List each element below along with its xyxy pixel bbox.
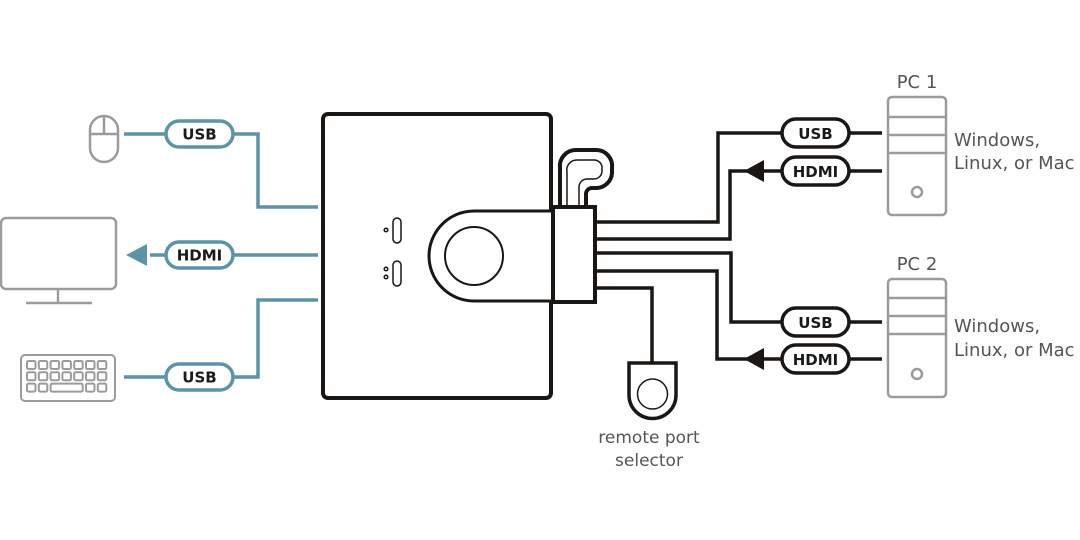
cable-bundle-block [551,205,597,304]
keyboard-key [96,360,108,370]
pc1-os-line2: Linux, or Mac [954,153,1075,174]
left-cables [124,132,318,379]
port-1-led [383,217,402,244]
keyboard-key [73,360,84,370]
keyboard-key [49,371,61,382]
pc1-hdmi-arrow-icon [744,160,764,182]
keyboard-key [26,360,37,370]
right-cables [597,131,882,363]
keyboard-key [37,360,49,370]
pc2-tower-icon [886,277,948,399]
pc1-hdmi-text: HDMI [793,163,839,181]
remote-label-line1: remote port [598,428,700,448]
keyboard-key [61,360,72,370]
keyboard-key [73,371,84,382]
keyboard-key [85,382,96,393]
keyboard-usb-label: USB [164,362,235,392]
pc2-os-line1: Windows, [954,316,1040,337]
keyboard-key [49,360,61,370]
pc2-title: PC 2 [897,254,938,275]
pc2-usb-cable [597,251,882,324]
pc2-hdmi-label: HDMI [780,343,851,375]
monitor-arrow-icon [126,244,147,266]
keyboard-key [49,382,84,393]
cable-loop [557,147,615,207]
monitor-hdmi-text: HDMI [177,247,223,265]
keyboard-key [96,382,108,393]
keyboard-key [26,371,37,382]
pc2-os-line2: Linux, or Mac [954,340,1075,361]
keyboard-key [37,371,49,382]
pc1-hdmi-cable [597,169,882,241]
mouse-usb-label: USB [164,119,235,149]
pc1-usb-label: USB [780,117,851,149]
remote-port-selector-icon [627,361,678,421]
pc2-hdmi-arrow-icon [744,348,764,370]
remote-cable [597,286,654,363]
cable-loop-inner [566,159,603,207]
monitor-hdmi-label: HDMI [164,240,235,270]
pc1-usb-cable [597,131,882,224]
keyboard-icon [20,354,116,402]
mouse-cable [124,132,318,209]
keyboard-key [85,360,96,370]
mouse-icon [88,114,120,164]
mouse-usb-text: USB [182,126,216,144]
keyboard-cable [124,298,318,379]
pc2-hdmi-cable [597,269,882,361]
pc1-title: PC 1 [897,72,938,93]
pc2-hdmi-text: HDMI [793,351,839,369]
keyboard-key [96,371,108,382]
pc2-usb-label: USB [780,306,851,338]
switch-push-button [444,226,504,286]
keyboard-key [26,382,37,393]
keyboard-key [85,371,96,382]
pc1-os-line1: Windows, [954,130,1040,151]
keyboard-usb-text: USB [182,369,216,387]
keyboard-key [37,382,49,393]
pc1-tower-icon [886,95,948,217]
keyboard-key [61,371,72,382]
port-2-led [383,260,402,287]
kvm-switch-icon [321,112,615,400]
monitor-icon [0,216,118,305]
remote-label-line2: selector [615,451,683,471]
pc2-usb-text: USB [798,314,832,332]
pc1-hdmi-label: HDMI [780,155,851,187]
pc1-usb-text: USB [798,125,832,143]
